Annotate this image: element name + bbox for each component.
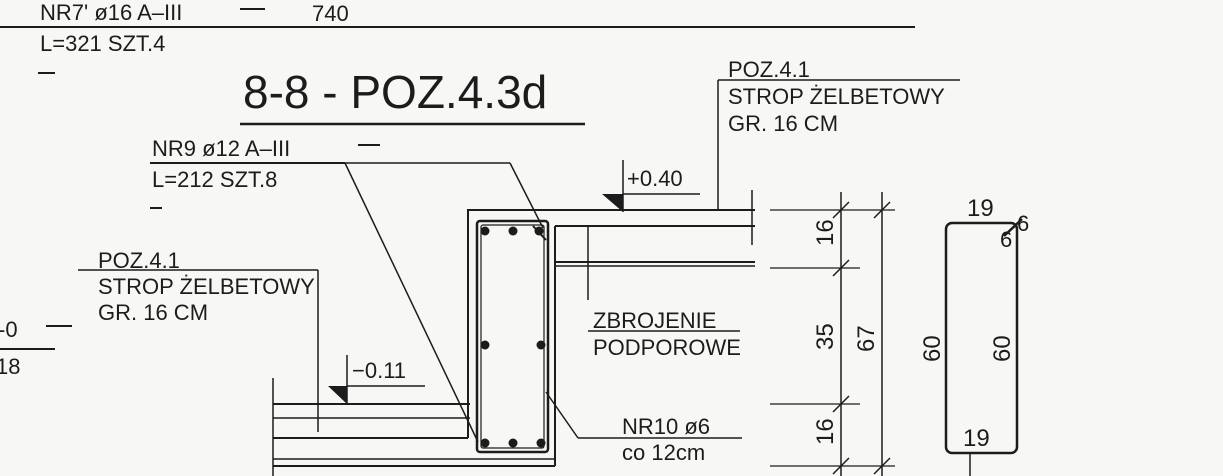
dimension-bottom: 16 <box>812 418 839 445</box>
dimension-top: 16 <box>812 219 839 246</box>
slab-right-label: POZ.4.1 STROP ŻELBETOWY GR. 16 CM <box>717 57 960 210</box>
dimension-middle: 35 <box>812 323 839 350</box>
nr7-bar-label: NR7' ø16 A–III <box>40 0 182 25</box>
slab-left-line2: STROP ŻELBETOWY <box>98 274 315 299</box>
dimension-chain: 16 35 16 67 <box>770 192 895 476</box>
nr7-value: 740 <box>312 1 349 26</box>
stirrup-shape-detail: 19 6 6 60 60 19 <box>919 195 1029 476</box>
support-rebar-line1: ZBROJENIE <box>593 308 716 333</box>
nr9-length-label: L=212 SZT.8 <box>152 167 277 192</box>
nr9-bar-label: NR9 ø12 A–III <box>152 136 290 161</box>
section-title: 8-8 - POZ.4.3d <box>240 66 585 126</box>
support-rebar-line2: PODPOROWE <box>593 335 741 360</box>
level-top-value: +0.40 <box>627 166 683 191</box>
beam-reinforcement <box>475 219 550 454</box>
stirrup-shape-hook-b: 6 <box>1000 227 1012 252</box>
stirrup-shape-bottom: 19 <box>963 425 990 452</box>
slab-left-line1: POZ.4.1 <box>98 248 180 273</box>
concrete-section <box>272 190 755 476</box>
stirrup-shape-left: 60 <box>919 335 946 362</box>
stirrup-line1: NR10 ø6 <box>622 414 710 439</box>
nr9-label: NR9 ø12 A–III L=212 SZT.8 <box>150 136 544 443</box>
dimension-total: 67 <box>853 325 880 352</box>
stirrup-shape-top: 19 <box>967 195 994 222</box>
slab-right-line2: STROP ŻELBETOWY <box>728 84 945 109</box>
slab-left-line3: GR. 16 CM <box>98 300 208 325</box>
stirrup-line2: co 12cm <box>622 440 705 465</box>
stirrup-shape-hook-a: 6 <box>1017 211 1029 236</box>
level-bottom-value: −0.11 <box>352 358 406 383</box>
left-partial-top: -0 <box>0 317 18 342</box>
page-title: 8-8 - POZ.4.3d <box>243 66 547 118</box>
slab-right-line3: GR. 16 CM <box>728 111 838 136</box>
support-rebar-label: ZBROJENIE PODPOROWE <box>588 308 741 360</box>
stirrup-label: NR10 ø6 co 12cm <box>545 391 742 465</box>
level-top-marker: +0.40 <box>602 160 700 212</box>
left-partial-label: -0 18 <box>0 317 72 379</box>
level-bottom-marker: −0.11 <box>328 355 425 404</box>
stirrup-shape-right: 60 <box>989 335 1016 362</box>
top-left-label: NR7' ø16 A–III 740 L=321 SZT.4 <box>0 0 915 74</box>
slab-right-line1: POZ.4.1 <box>728 57 810 82</box>
nr7-length-label: L=321 SZT.4 <box>40 31 165 56</box>
left-partial-bottom: 18 <box>0 354 20 379</box>
